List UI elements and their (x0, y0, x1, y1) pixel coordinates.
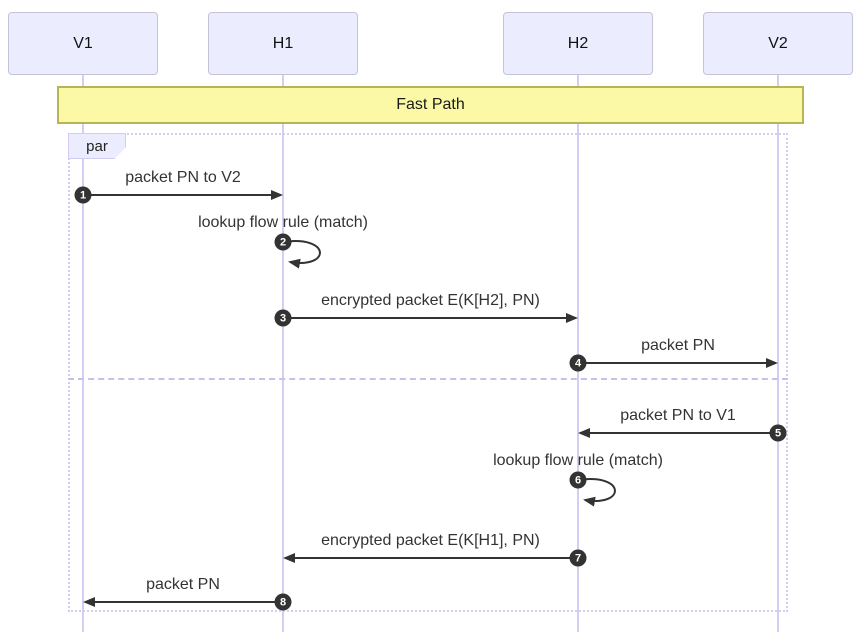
sequence-number-badge-5: 5 (769, 424, 787, 442)
message-label-5: packet PN to V1 (620, 407, 736, 424)
sequence-number-badge-3: 3 (274, 309, 292, 327)
actor-box-H1: H1 (208, 12, 358, 75)
actor-box-V1: V1 (8, 12, 158, 75)
par-label: par (86, 137, 108, 155)
sequence-number-badge-6: 6 (569, 471, 587, 489)
message-label-2: lookup flow rule (match) (198, 214, 368, 231)
actor-box-H2: H2 (503, 12, 653, 75)
actor-label-H2: H2 (567, 34, 589, 52)
par-frame (68, 133, 788, 612)
sequence-number-badge-1: 1 (74, 186, 92, 204)
message-label-4: packet PN (641, 337, 715, 354)
lifeline-V2 (777, 75, 779, 632)
self-message-line-6 (577, 478, 616, 507)
message-label-6: lookup flow rule (match) (493, 452, 663, 469)
actor-label-V2: V2 (768, 34, 788, 52)
message-label-8: packet PN (146, 576, 220, 593)
par-section-divider (68, 378, 788, 380)
lifeline-H1 (282, 75, 284, 632)
message-label-3: encrypted packet E(K[H2], PN) (321, 292, 540, 309)
message-label-7: encrypted packet E(K[H1], PN) (321, 532, 540, 549)
actor-box-V2: V2 (703, 12, 853, 75)
actor-label-H1: H1 (272, 34, 294, 52)
message-label-1: packet PN to V2 (125, 169, 241, 186)
self-message-line-2 (282, 240, 321, 269)
par-label-tab: par (68, 133, 126, 159)
sequence-number-badge-4: 4 (569, 354, 587, 372)
fast-path-banner: Fast Path (57, 86, 804, 124)
actor-label-V1: V1 (73, 34, 93, 52)
lifeline-H2 (577, 75, 579, 632)
sequence-number-badge-2: 2 (274, 233, 292, 251)
sequence-number-badge-8: 8 (274, 593, 292, 611)
banner-label: Fast Path (396, 96, 465, 113)
lifeline-V1 (82, 75, 84, 632)
sequence-number-badge-7: 7 (569, 549, 587, 567)
